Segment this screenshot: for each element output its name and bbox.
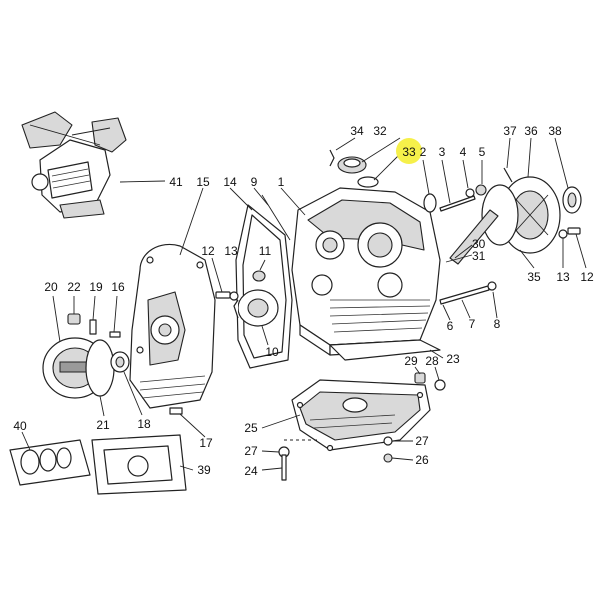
screw-16 (109, 331, 121, 338)
label-38[interactable]: 38 (548, 124, 562, 138)
label-30[interactable]: 30 (472, 237, 486, 251)
bolt-12-right (567, 227, 581, 235)
label-7[interactable]: 7 (469, 317, 476, 331)
label-36[interactable]: 36 (524, 124, 538, 138)
bolt-17 (169, 407, 183, 415)
label-14[interactable]: 14 (223, 175, 237, 189)
label-28[interactable]: 28 (425, 354, 439, 368)
label-8[interactable]: 8 (494, 317, 501, 331)
gasket-30 (481, 184, 519, 246)
label-11[interactable]: 11 (259, 244, 272, 258)
label-33[interactable]: 33 (402, 145, 416, 159)
gasket-kit-40 (9, 439, 91, 486)
label-1[interactable]: 1 (278, 175, 285, 189)
plate-9 (261, 194, 291, 241)
label-29[interactable]: 29 (404, 354, 418, 368)
label-16[interactable]: 16 (111, 280, 125, 294)
label-24[interactable]: 24 (244, 464, 258, 478)
plug-2 (423, 193, 437, 213)
seal-38 (562, 186, 582, 214)
gasket-23 (329, 339, 441, 361)
label-12-left[interactable]: 12 (201, 244, 215, 258)
label-32[interactable]: 32 (373, 124, 387, 138)
washer-4 (465, 188, 475, 198)
label-17[interactable]: 17 (199, 436, 213, 450)
cap-32 (337, 156, 367, 174)
gasket-set-39 (91, 434, 187, 495)
front-cover-36 (499, 176, 561, 254)
seal-18 (110, 351, 130, 373)
washer-28 (434, 379, 446, 391)
screw-34 (329, 149, 335, 167)
label-21[interactable]: 21 (96, 418, 110, 432)
bearing-housing-10 (233, 289, 279, 327)
label-34[interactable]: 34 (350, 124, 364, 138)
crankcase-1 (291, 187, 441, 356)
o-ring-33 (357, 176, 379, 188)
nut-5 (475, 184, 487, 196)
filter-31 (449, 209, 499, 265)
label-4[interactable]: 4 (460, 145, 467, 159)
label-18[interactable]: 18 (137, 417, 151, 431)
label-15[interactable]: 15 (196, 175, 210, 189)
gasket-14 (235, 204, 293, 369)
label-41[interactable]: 41 (169, 175, 183, 189)
label-2[interactable]: 2 (420, 145, 427, 159)
label-5[interactable]: 5 (479, 145, 486, 159)
label-20[interactable]: 20 (44, 280, 58, 294)
label-13-left[interactable]: 13 (224, 244, 238, 258)
washer-13-right (558, 229, 568, 239)
pin-37 (503, 167, 513, 183)
label-37[interactable]: 37 (503, 124, 517, 138)
stud-6 (439, 285, 490, 305)
label-25[interactable]: 25 (244, 421, 258, 435)
washer-27-right (383, 436, 393, 446)
label-22[interactable]: 22 (67, 280, 81, 294)
label-31[interactable]: 31 (472, 249, 486, 263)
bolt-19 (89, 319, 97, 335)
label-9[interactable]: 9 (251, 175, 258, 189)
label-27-right[interactable]: 27 (415, 434, 429, 448)
gasket-21 (85, 339, 115, 397)
bolt-12-left (215, 291, 231, 299)
bolt-24 (281, 454, 287, 481)
timing-cover-15 (129, 243, 216, 409)
seal-11 (252, 270, 266, 282)
bolt-26 (383, 453, 393, 463)
plug-29 (414, 372, 426, 384)
oil-pan-25 (291, 379, 431, 452)
label-6[interactable]: 6 (447, 319, 454, 333)
label-12-right[interactable]: 12 (580, 270, 594, 284)
stud-3 (439, 195, 476, 212)
label-26[interactable]: 26 (415, 453, 429, 467)
label-10[interactable]: 10 (265, 345, 279, 359)
label-23[interactable]: 23 (446, 352, 460, 366)
label-19[interactable]: 19 (89, 280, 103, 294)
washer-8 (487, 281, 497, 291)
label-3[interactable]: 3 (439, 145, 446, 159)
engine-assembly-41 (21, 111, 127, 219)
label-13-right[interactable]: 13 (556, 270, 570, 284)
label-39[interactable]: 39 (197, 463, 211, 477)
label-27-left[interactable]: 27 (244, 444, 258, 458)
label-35[interactable]: 35 (527, 270, 541, 284)
washer-13-left (229, 291, 239, 301)
label-40[interactable]: 40 (13, 419, 27, 433)
plug-22 (67, 313, 81, 325)
highlight-marker (396, 138, 422, 164)
